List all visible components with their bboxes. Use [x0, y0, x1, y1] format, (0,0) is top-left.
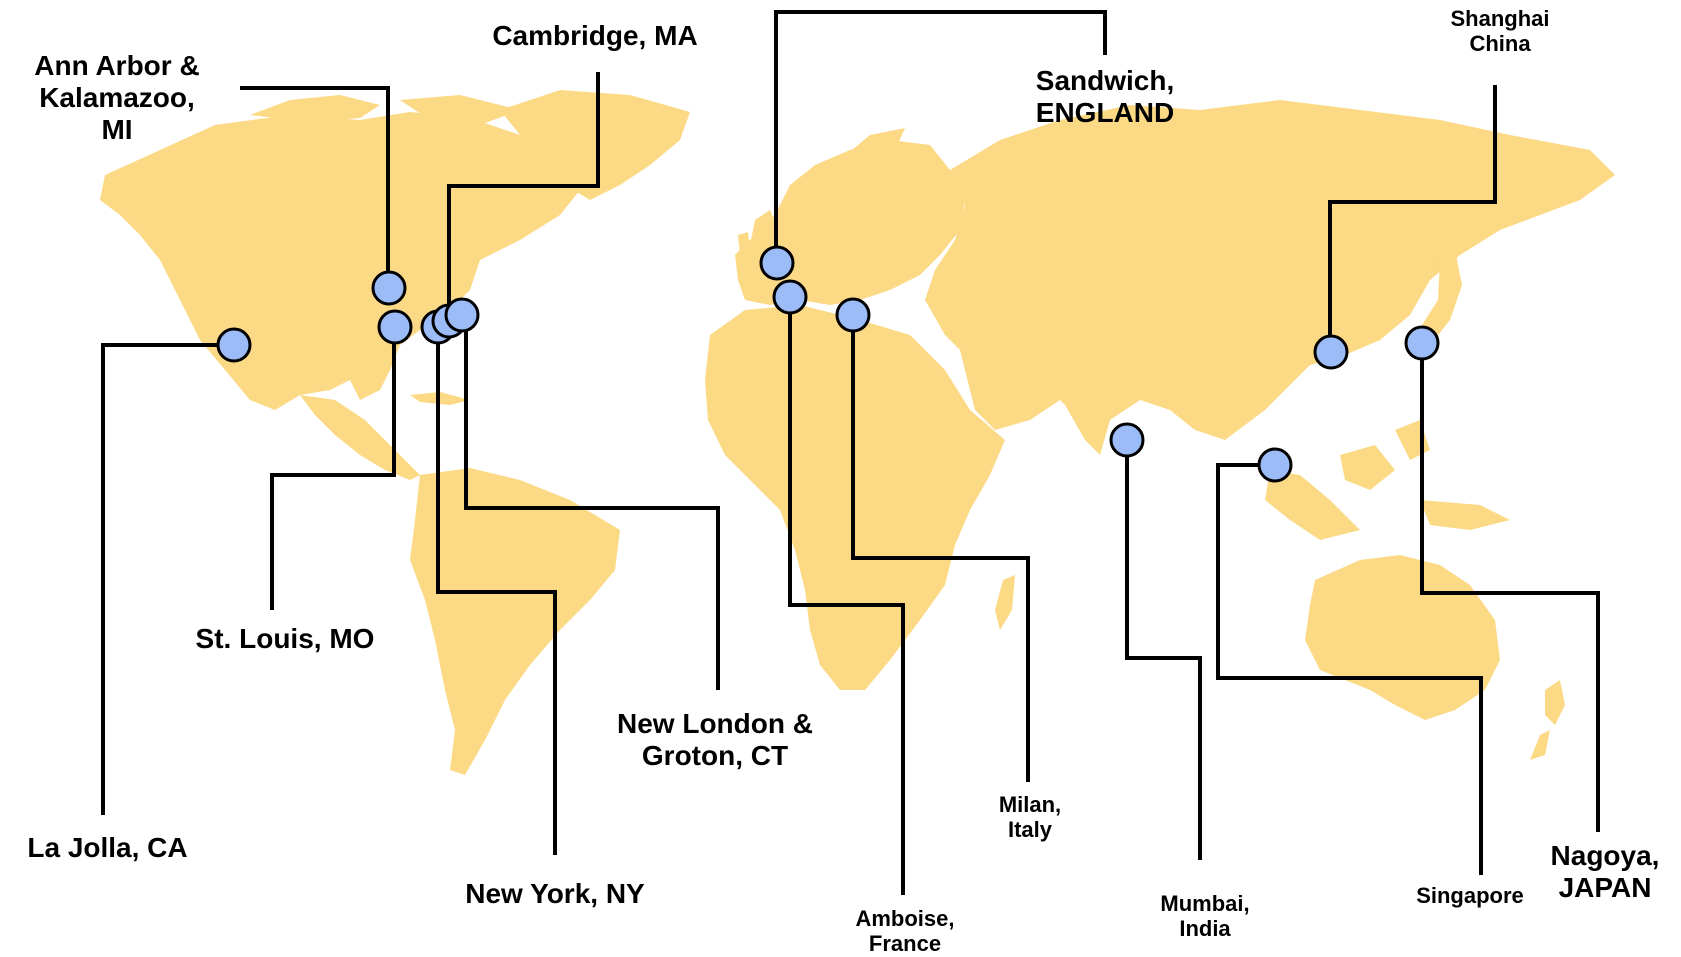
label-sandwich: Sandwich, ENGLAND: [1035, 65, 1175, 129]
label-amboise: Amboise, France: [855, 906, 955, 957]
asia-land: [925, 100, 1615, 455]
new-zealand-land: [1530, 680, 1565, 760]
marker-st-louis[interactable]: [377, 309, 413, 345]
leader-ann-arbor: [240, 86, 390, 288]
marker-amboise[interactable]: [772, 279, 808, 315]
australia-land: [1305, 555, 1500, 720]
landmasses: [100, 90, 1615, 775]
leader-milan: [851, 315, 1030, 782]
label-new-york: New York, NY: [465, 878, 645, 909]
marker-nagoya[interactable]: [1404, 325, 1440, 361]
label-singapore: Singapore: [1416, 883, 1524, 908]
leader-singapore: [1216, 463, 1483, 875]
marker-ann-arbor[interactable]: [371, 270, 407, 306]
label-la-jolla: La Jolla, CA: [27, 832, 188, 863]
north-america-land: [100, 112, 580, 410]
label-mumbai: Mumbai, India: [1160, 891, 1250, 942]
leader-la-jolla: [101, 343, 234, 815]
label-milan: Milan, Italy: [998, 792, 1062, 843]
southeast-asia-islands-land: [1265, 420, 1510, 540]
japan-land: [1415, 250, 1462, 350]
leader-new-york: [436, 327, 557, 855]
canadian-arctic-land: [250, 95, 520, 125]
location-markers: [216, 245, 1440, 483]
leader-mumbai: [1125, 440, 1202, 860]
marker-singapore[interactable]: [1257, 447, 1293, 483]
label-st-louis: St. Louis, MO: [195, 623, 375, 654]
marker-mumbai[interactable]: [1109, 422, 1145, 458]
arabia-land: [960, 345, 1060, 430]
leader-amboise: [788, 297, 905, 895]
leader-st-louis: [270, 327, 396, 610]
leader-nagoya: [1420, 343, 1600, 832]
scandinavia-land: [820, 128, 905, 220]
marker-la-jolla[interactable]: [216, 327, 252, 363]
greenland-land: [500, 90, 690, 200]
leader-lines: [101, 10, 1600, 895]
marker-shanghai[interactable]: [1313, 334, 1349, 370]
madagascar-land: [995, 575, 1015, 630]
leader-shanghai: [1328, 85, 1497, 352]
label-new-london: New London & Groton, CT: [617, 708, 813, 772]
label-shanghai: Shanghai China: [1450, 6, 1550, 57]
leader-new-london: [464, 315, 720, 690]
label-ann-arbor: Ann Arbor & Kalamazoo, MI: [34, 50, 200, 146]
south-america-land: [410, 468, 620, 775]
leader-cambridge: [447, 72, 600, 321]
marker-milan[interactable]: [835, 297, 871, 333]
label-nagoya: Nagoya, JAPAN: [1550, 840, 1660, 904]
label-cambridge: Cambridge, MA: [492, 20, 698, 51]
leader-sandwich: [774, 10, 1107, 263]
central-america-land: [300, 395, 420, 480]
marker-new-london[interactable]: [444, 297, 480, 333]
marker-sandwich[interactable]: [759, 245, 795, 281]
